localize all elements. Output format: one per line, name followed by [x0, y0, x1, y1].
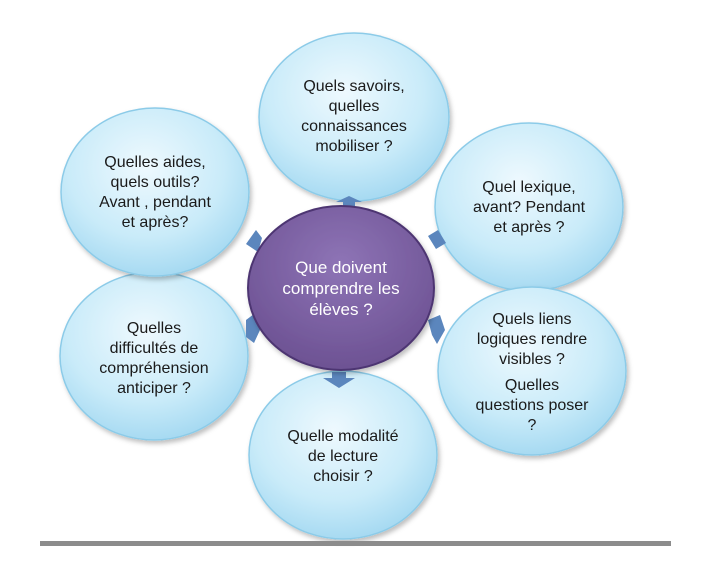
- bubble-lower-left-label: Quelles difficultés de compréhension ant…: [99, 320, 209, 397]
- bubble-lower-right-label: Quels liens logiques rendre visibles ?: [476, 311, 588, 368]
- bubble-bottom: Quelle modalité de lecture choisir ?: [263, 426, 423, 488]
- arrow-down-icon: [323, 372, 355, 388]
- bottom-divider: [40, 541, 671, 546]
- arrow-up-icon: [336, 196, 362, 210]
- bubble-top: Quels savoirs, quelles connaissances mob…: [274, 72, 434, 162]
- bubble-upper-right: Quel lexique, avant? Pendant et après ?: [449, 172, 609, 244]
- bubble-lower-right-label-2: Quelles questions poser ?: [475, 377, 589, 434]
- bubble-upper-right-label: Quel lexique, avant? Pendant et après ?: [472, 179, 586, 236]
- arrow-lower-right-icon: [428, 315, 445, 344]
- bubble-upper-left: Quelles aides, quels outils? Avant , pen…: [75, 148, 235, 238]
- center-circle: [247, 205, 435, 371]
- bubble-lower-right-circle: [437, 286, 627, 456]
- center-question: Que doivent comprendre les élèves ?: [282, 257, 400, 319]
- arrow-upper-left-icon: [246, 230, 262, 252]
- bubble-top-label: Quels savoirs, quelles connaissances mob…: [301, 78, 407, 155]
- bubble-bottom-circle: [248, 370, 438, 540]
- arrow-upper-right-icon: [428, 230, 446, 249]
- bubble-lower-left: Quelles difficultés de compréhension ant…: [74, 314, 234, 404]
- bubble-lower-right: Quels liens logiques rendre visibles ? Q…: [452, 310, 612, 436]
- bubble-upper-left-circle: [60, 107, 250, 277]
- bubble-upper-left-label: Quelles aides, quels outils? Avant , pen…: [99, 154, 211, 231]
- bubble-bottom-label: Quelle modalité de lecture choisir ?: [287, 428, 399, 485]
